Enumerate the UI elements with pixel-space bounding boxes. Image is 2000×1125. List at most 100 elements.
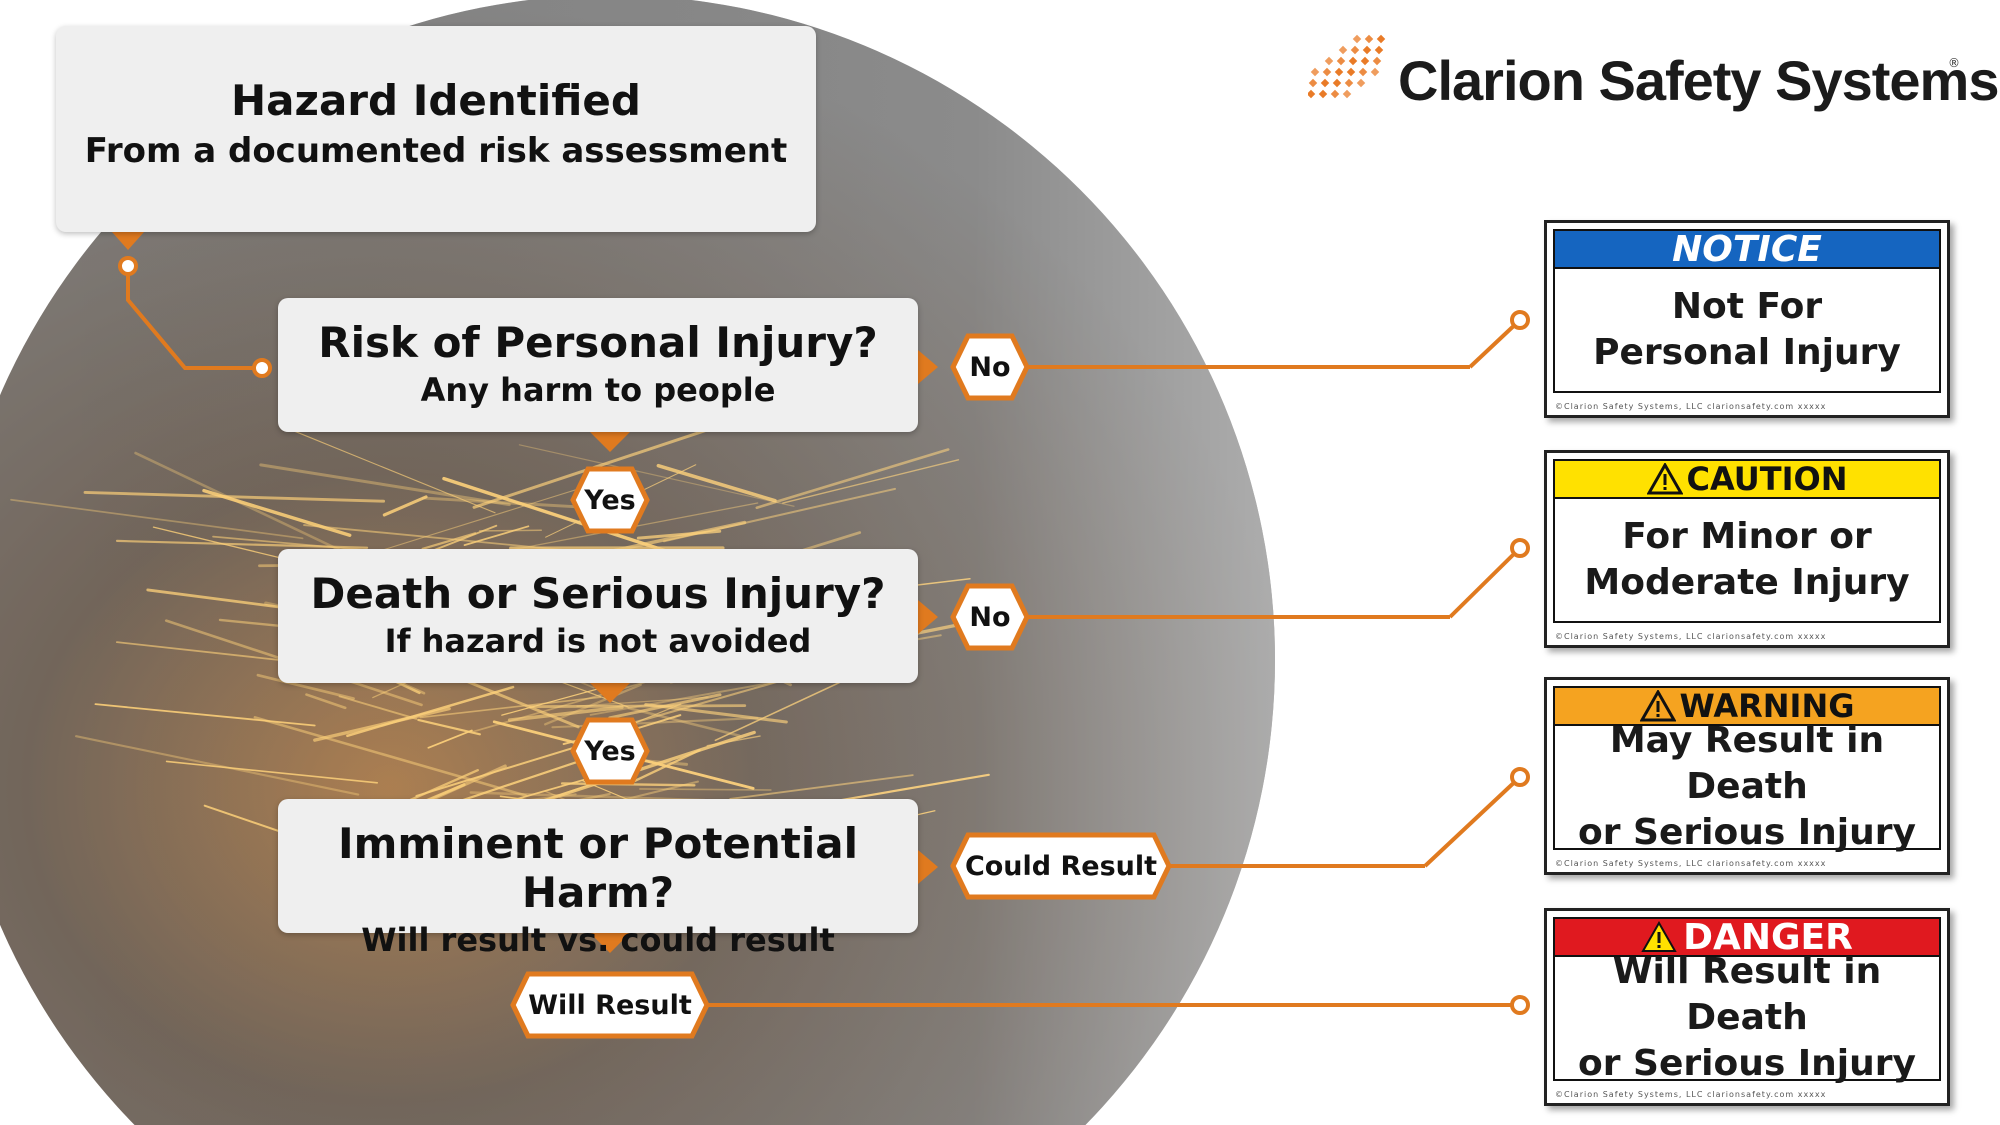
label-line: or Serious Injury: [1578, 812, 1916, 853]
logo-dot: [1308, 78, 1318, 88]
logo-dot: [1338, 45, 1348, 55]
label-body: Not For Personal Injury: [1553, 269, 1941, 393]
label-line: Not For: [1671, 286, 1823, 327]
logo-dot: [1330, 89, 1340, 99]
start-box: Hazard Identified From a documented risk…: [56, 26, 816, 232]
answer-label: Yes: [584, 735, 636, 767]
connector-node: [1510, 538, 1530, 558]
logo-dot: [1348, 56, 1358, 66]
logo-dot: [1350, 45, 1360, 55]
logo-dot: [1310, 67, 1320, 77]
question-box-serious-injury: Death or Serious Injury? If hazard is no…: [278, 549, 918, 683]
label-signal-word: WARNING: [1679, 687, 1855, 725]
answer-hex-q1-yes: Yes: [570, 466, 650, 534]
pointer-q3-down: [590, 933, 630, 953]
question-box-imminent-harm: Imminent or Potential Harm? Will result …: [278, 799, 918, 959]
pointer-q3-right: [918, 850, 938, 884]
start-title: Hazard Identified: [231, 76, 641, 125]
label-signal-word: CAUTION: [1686, 460, 1848, 498]
label-signal-word: DANGER: [1683, 916, 1853, 958]
logo-dot: [1322, 67, 1332, 77]
answer-hex-q3-will: Will Result: [510, 971, 710, 1039]
question-subtitle: Will result vs. could result: [361, 921, 835, 959]
label-footer: ©Clarion Safety Systems, LLC clarionsafe…: [1555, 1090, 1827, 1099]
connector-node: [118, 256, 138, 276]
start-subtitle: From a documented risk assessment: [84, 131, 788, 171]
logo-dot: [1342, 89, 1352, 99]
label-body: Will Result in Death or Serious Injury: [1553, 951, 1941, 1084]
safety-label-danger: DANGER Will Result in Death or Serious I…: [1544, 908, 1950, 1106]
pointer-q1-right: [918, 350, 938, 384]
label-header: NOTICE: [1553, 228, 1941, 270]
logo-dot: [1374, 45, 1384, 55]
pointer-start: [112, 232, 144, 250]
answer-label: No: [969, 601, 1011, 633]
connector-node: [1510, 310, 1530, 330]
connector-node: [252, 358, 272, 378]
question-title: Death or Serious Injury?: [310, 569, 886, 618]
brand-registered: ®: [1948, 56, 1960, 70]
connector-node: [1510, 995, 1530, 1015]
connector-notice: [1468, 318, 1522, 369]
question-title: Imminent or Potential Harm?: [337, 819, 859, 917]
label-header: CAUTION: [1553, 459, 1941, 499]
question-subtitle: If hazard is not avoided: [384, 622, 812, 660]
logo-dot: [1346, 67, 1356, 77]
label-footer: ©Clarion Safety Systems, LLC clarionsafe…: [1555, 859, 1827, 868]
logo-dot: [1320, 78, 1330, 88]
label-line: Personal Injury: [1593, 332, 1901, 373]
answer-hex-q1-no: No: [950, 333, 1030, 401]
logo-dot: [1358, 67, 1368, 77]
label-header: DANGER: [1553, 916, 1941, 958]
logo-dot: [1324, 56, 1334, 66]
label-footer: ©Clarion Safety Systems, LLC clarionsafe…: [1555, 632, 1827, 641]
label-header: WARNING: [1553, 686, 1941, 726]
logo-dot: [1356, 78, 1366, 88]
label-footer: ©Clarion Safety Systems, LLC clarionsafe…: [1555, 402, 1827, 411]
warning-triangle-icon: [1639, 690, 1676, 722]
logo-dot: [1360, 56, 1370, 66]
question-box-personal-injury: Risk of Personal Injury? Any harm to peo…: [278, 298, 918, 432]
question-title: Risk of Personal Injury?: [318, 318, 878, 367]
pointer-q2-right: [918, 600, 938, 634]
answer-label: Will Result: [528, 989, 692, 1021]
label-line: May Result in Death: [1609, 720, 1885, 807]
logo-dot: [1362, 45, 1372, 55]
safety-label-caution: CAUTION For Minor or Moderate Injury ©Cl…: [1544, 450, 1950, 648]
safety-label-warning: WARNING May Result in Death or Serious I…: [1544, 677, 1950, 875]
label-line: Moderate Injury: [1584, 562, 1910, 603]
logo-dot: [1334, 67, 1344, 77]
logo-dot: [1336, 56, 1346, 66]
pointer-q2-down: [590, 683, 630, 703]
logo-dot: [1318, 89, 1328, 99]
answer-hex-q2-yes: Yes: [570, 717, 650, 785]
label-line: For Minor or: [1622, 516, 1872, 557]
logo-dot: [1308, 89, 1316, 99]
logo-dot: [1364, 34, 1374, 44]
pointer-q1-down: [590, 432, 630, 452]
logo-dot: [1332, 78, 1342, 88]
label-line: Will Result in Death: [1612, 951, 1882, 1038]
brand-mark-icon: [1308, 34, 1386, 99]
connector-caution: [1448, 546, 1522, 619]
logo-dot: [1344, 78, 1354, 88]
logo-dot: [1352, 34, 1362, 44]
warning-triangle-icon: [1641, 921, 1677, 952]
logo-dot: [1376, 34, 1386, 44]
brand-logo: Clarion Safety Systems ®: [1308, 30, 1999, 130]
safety-label-notice: NOTICE Not For Personal Injury ©Clarion …: [1544, 220, 1950, 418]
label-line: or Serious Injury: [1578, 1043, 1916, 1084]
question-subtitle: Any harm to people: [420, 371, 776, 409]
label-signal-word: NOTICE: [1672, 228, 1822, 270]
label-body: For Minor or Moderate Injury: [1553, 499, 1941, 623]
logo-dot: [1370, 67, 1380, 77]
answer-hex-q3-could: Could Result: [950, 832, 1172, 900]
logo-dot: [1372, 56, 1382, 66]
connector-node: [1510, 767, 1530, 787]
brand-name: Clarion Safety Systems: [1398, 49, 1999, 112]
connector-warning: [1423, 775, 1522, 868]
label-body: May Result in Death or Serious Injury: [1553, 720, 1941, 853]
answer-label: Could Result: [964, 850, 1158, 882]
